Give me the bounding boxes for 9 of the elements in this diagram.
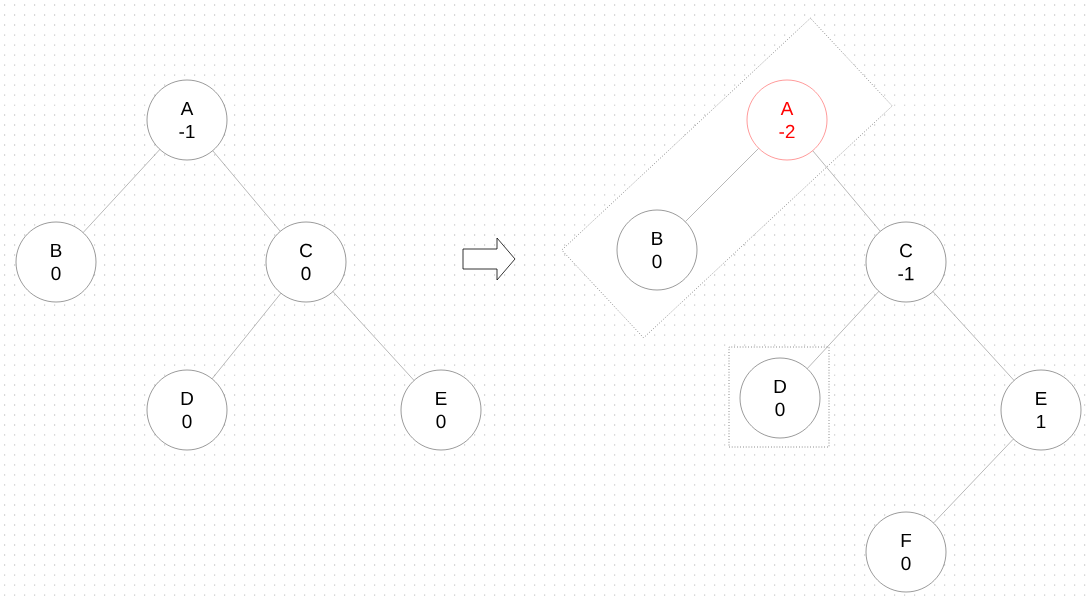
tree-edge	[812, 150, 881, 232]
tree-edge	[332, 291, 415, 381]
tree-edge	[212, 150, 281, 232]
tree-edge	[932, 291, 1015, 381]
tree-edge	[933, 438, 1014, 524]
tree-edge	[685, 148, 759, 222]
tree-edge	[807, 291, 879, 369]
tree-edge	[83, 149, 160, 233]
tree-edge	[212, 293, 281, 379]
